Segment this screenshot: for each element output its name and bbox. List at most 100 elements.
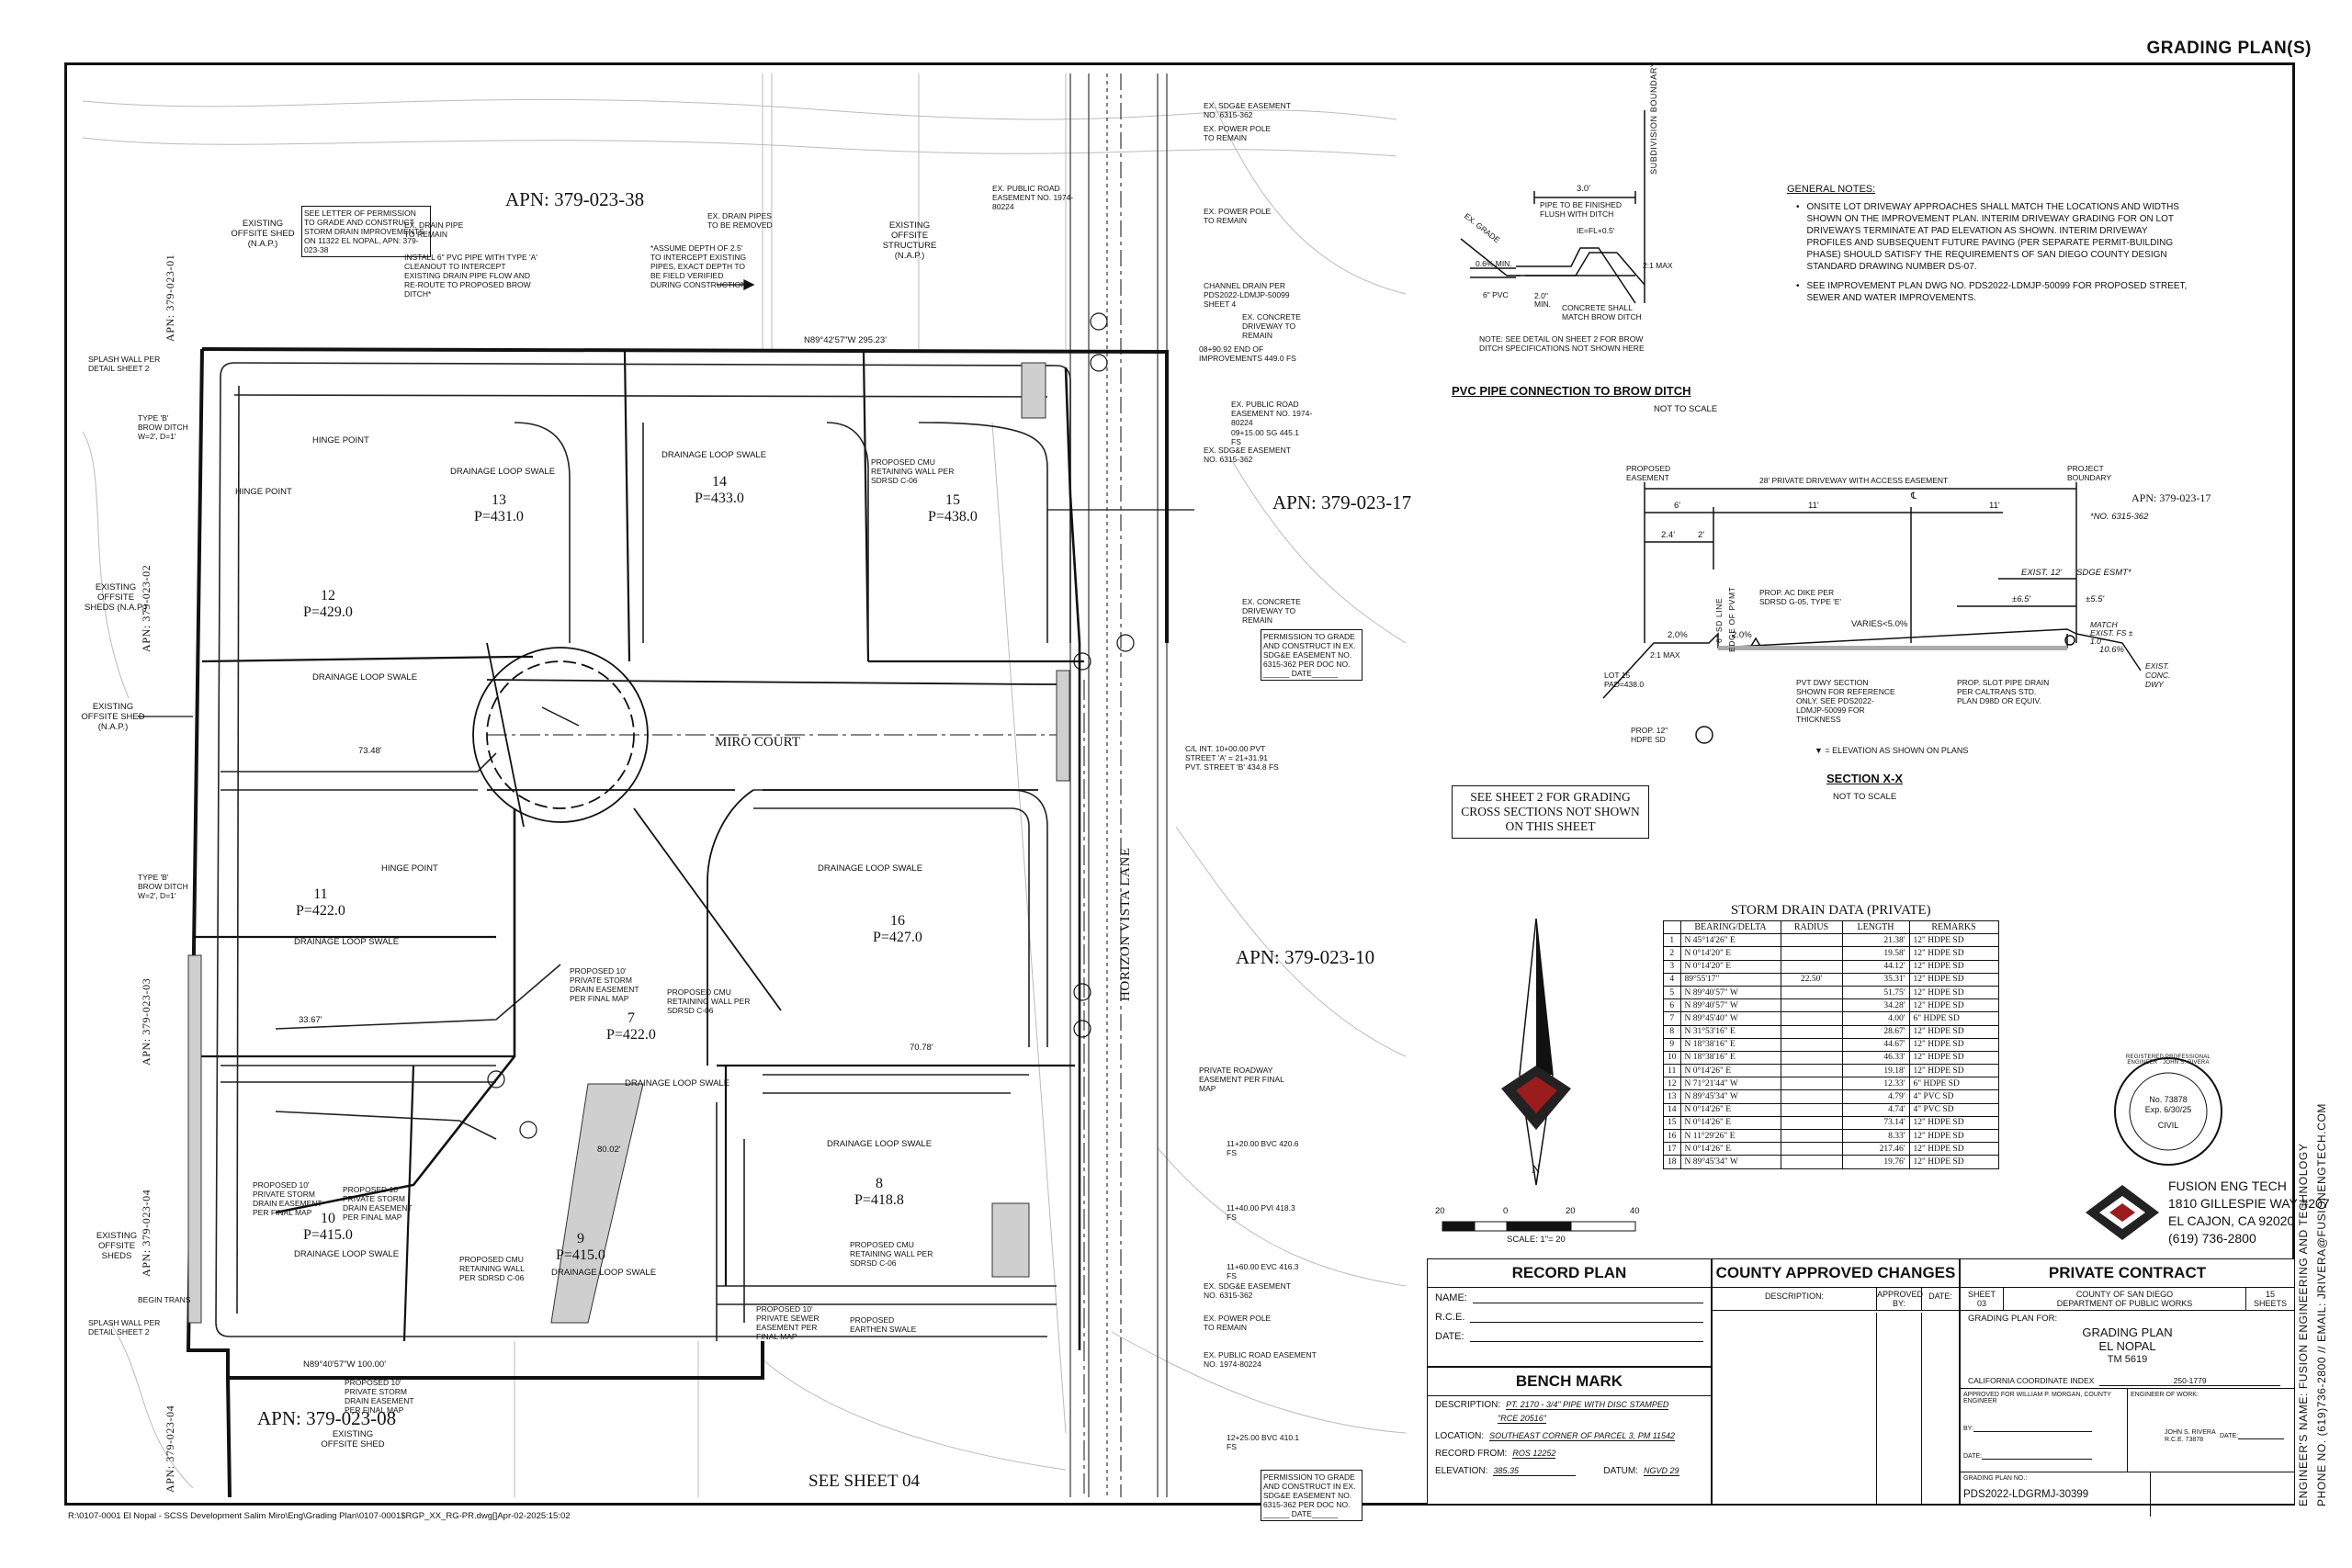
swales: [215, 362, 1071, 1341]
section-label: 10.6%: [2099, 645, 2124, 655]
letter-permission-note: SEE LETTER OF PERMISSION TO GRADE AND CO…: [301, 206, 431, 257]
station-label: 11+20.00 BVC 420.6 FS: [1227, 1139, 1299, 1157]
table-cell: 22.50': [1780, 972, 1843, 987]
ex-drain-remain: EX. DRAIN PIPE TO REMAIN: [404, 220, 464, 239]
ex-conc-dwy-label: EX. CONCRETE DRIVEWAY TO REMAIN: [1242, 312, 1301, 340]
table-cell: N 0°14'20" E: [1679, 959, 1781, 974]
proposed-storm-label-4: PROPOSED 10' PRIVATE STORM DRAIN EASEMEN…: [345, 1378, 414, 1415]
property-boundary: [186, 347, 1169, 1498]
section-label: LOT 15 PAD=438.0: [1604, 671, 1645, 689]
record-rce-row: R.C.E.: [1428, 1307, 1711, 1326]
street-horizon-vista: HORIZON VISTA LANE: [1118, 847, 1133, 1001]
brow-ditch-label-2: TYPE 'B' BROW DITCH W=2', D=1': [138, 873, 188, 900]
storm-drain-table: STORM DRAIN DATA (PRIVATE) BEARING/DELTA…: [1663, 903, 1999, 1169]
proposed-earthen-label: PROPOSED EARTHEN SWALE: [850, 1315, 917, 1334]
max-slope: 2:1 MAX: [1643, 261, 1673, 270]
pvc-detail-title: PVC PIPE CONNECTION TO BROW DITCH: [1452, 384, 1691, 398]
table-cell: 3: [1663, 959, 1681, 974]
general-notes-title: GENERAL NOTES:: [1787, 184, 1876, 195]
table-cell: 217.46': [1841, 1142, 1910, 1156]
table-cell: 2: [1663, 946, 1681, 961]
table-cell: [1780, 985, 1843, 1000]
table-cell: N 89°45'34" W: [1679, 1155, 1781, 1169]
north-arrow: [1501, 918, 1571, 1186]
bm-description-2: "RCE 20516": [1498, 1414, 1546, 1424]
section-legend: ▼ = ELEVATION AS SHOWN ON PLANS: [1815, 746, 1969, 755]
file-path: R:\0107-0001 El Nopal - SCSS Development…: [68, 1511, 571, 1521]
retaining-walls: [187, 362, 1070, 1324]
table-cell: 6" HDPE SD: [1908, 1077, 1999, 1091]
table-cell: [1780, 1142, 1843, 1156]
table-cell: N 0°14'20" E: [1679, 946, 1781, 961]
table-cell: 28.67': [1841, 1024, 1910, 1039]
ex-public-road-label: EX. PUBLIC ROAD EASEMENT NO. 1974-80224: [992, 184, 1074, 211]
table-cell: [1780, 1102, 1843, 1117]
approval-block: APPROVED FOR WILLIAM P. MORGAN, COUNTY E…: [1961, 1389, 2294, 1472]
offsite-shed-label-2: EXISTING OFFSITE SHED (N.A.P.): [81, 702, 145, 732]
section-label: PROJECT BOUNDARY: [2067, 464, 2112, 482]
channel-drain-label: CHANNEL DRAIN PER PDS2022-LDMJP-50099 SH…: [1204, 281, 1290, 309]
county-changes-box: COUNTY APPROVED CHANGES DESCRIPTION: APP…: [1712, 1258, 1960, 1505]
drainage-swale-label: DRAINAGE LOOP SWALE: [827, 1139, 933, 1149]
section-label: SDGE ESMT*: [2076, 568, 2132, 578]
section-label: 2.0%: [1668, 630, 1688, 640]
drainage-swale-label: DRAINAGE LOOP SWALE: [551, 1268, 657, 1278]
section-centerline: ℄: [1911, 491, 1917, 502]
table-cell: 12" HDPE SD: [1908, 1155, 1999, 1169]
ie-note: IE=FL+0.5': [1577, 226, 1615, 235]
table-cell: N 0°14'26" E: [1679, 1115, 1781, 1131]
table-cell: 34.28': [1841, 998, 1910, 1013]
table-cell: [1780, 1077, 1843, 1091]
drainage-swale-label: DRAINAGE LOOP SWALE: [818, 863, 923, 874]
general-notes: GENERAL NOTES: •ONSITE LOT DRIVEWAY APPR…: [1787, 184, 2191, 304]
sheet-title: GRADING PLAN(S): [2146, 39, 2312, 58]
table-header: BEARING/DELTA: [1679, 919, 1781, 935]
table-cell: 12" HDPE SD: [1908, 1050, 1999, 1066]
table-cell: [1780, 1089, 1843, 1104]
section-label: 2.4': [1661, 530, 1676, 540]
table-header: RADIUS: [1780, 919, 1843, 935]
hinge-point-label: HINGE POINT: [235, 487, 292, 497]
section-label: PROP. 12" HDPE SD: [1631, 726, 1668, 744]
table-cell: N 18°38'16" E: [1679, 1050, 1781, 1066]
splash-wall-label-2: SPLASH WALL PER DETAIL SHEET 2: [88, 1318, 161, 1337]
section-pavement: [1718, 646, 2067, 650]
splash-wall-label: SPLASH WALL PER DETAIL SHEET 2: [88, 355, 161, 373]
storm-drain-line: [275, 367, 1081, 1350]
table-cell: [1780, 998, 1843, 1013]
record-date-row: DATE:: [1428, 1326, 1711, 1346]
ex-drain-removed: EX. DRAIN PIPES TO BE REMOVED: [707, 211, 773, 230]
streets: [472, 642, 1085, 1497]
storm-drain-title: STORM DRAIN DATA (PRIVATE): [1730, 903, 1931, 918]
table-cell: 15: [1663, 1115, 1681, 1131]
table-cell: 12" HDPE SD: [1908, 933, 1999, 948]
ex-sdge-label: EX. SDG&E EASEMENT NO. 6315-362: [1204, 101, 1291, 119]
hinge-point-label: HINGE POINT: [312, 435, 369, 446]
pvc-detail-drawing: [1460, 110, 1645, 304]
subdivision-boundary: SUBDIVISION BOUNDARY: [1649, 61, 1658, 175]
table-cell: 6" HDPE SD: [1908, 1011, 1999, 1026]
scale-label: 20: [1435, 1206, 1445, 1216]
table-cell: [1780, 1050, 1843, 1066]
see-sheet-2-note: SEE SHEET 2 FOR GRADING CROSS SECTIONS N…: [1452, 785, 1649, 839]
table-cell: 4.74': [1841, 1102, 1910, 1117]
table-cell: 4: [1663, 972, 1681, 987]
table-cell: 1: [1663, 933, 1681, 948]
table-cell: 11: [1663, 1064, 1681, 1078]
county-changes-body: [1713, 1313, 1959, 1504]
lot-lines: [193, 351, 1084, 1342]
apn-label: APN: 379-023-17: [1272, 491, 1412, 513]
bench-mark-box: BENCH MARK DESCRIPTION:PT. 2170 - 3/4" P…: [1427, 1367, 1712, 1505]
bm-record: RECORD FROM:ROS 12252: [1435, 1449, 1556, 1459]
